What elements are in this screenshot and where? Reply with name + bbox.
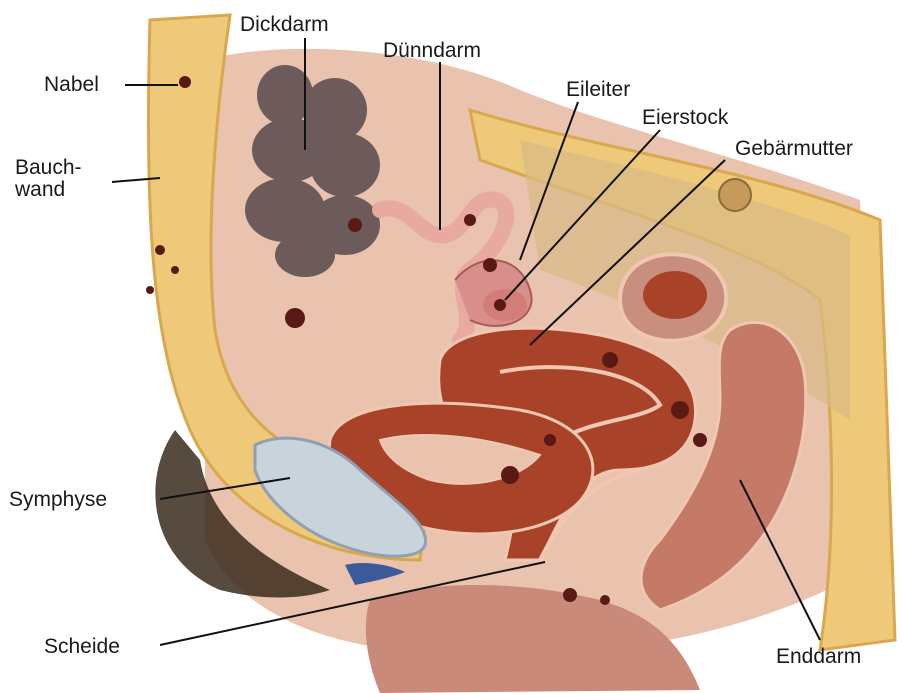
label-duenndarm: Dünndarm [383,40,481,62]
label-gebaermutter: Gebärmutter [735,138,853,160]
label-symphyse: Symphyse [9,489,107,511]
label-enddarm: Enddarm [776,646,861,668]
label-dickdarm: Dickdarm [240,14,329,36]
label-scheide: Scheide [44,636,120,658]
sigmoid-lumen [643,271,707,319]
spinal-canal [719,179,751,211]
label-nabel: Nabel [44,74,99,96]
label-bauchwand: Bauch- wand [15,157,82,201]
label-eierstock: Eierstock [642,107,728,129]
label-eileiter: Eileiter [566,79,630,101]
